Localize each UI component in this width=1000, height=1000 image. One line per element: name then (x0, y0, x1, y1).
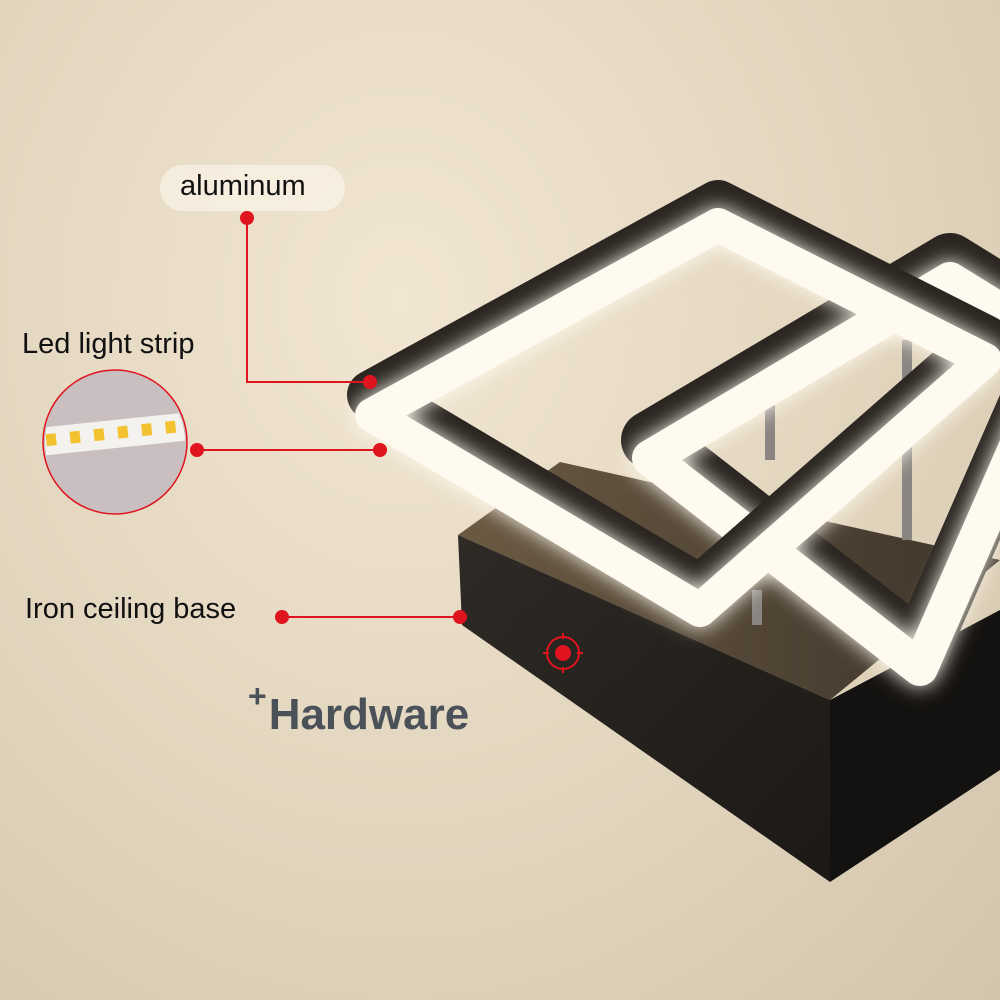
callout-dot (453, 610, 467, 624)
callout-dot (275, 610, 289, 624)
callout-dot (240, 211, 254, 225)
callout-dot (363, 375, 377, 389)
led-strip-label: Led light strip (22, 328, 195, 360)
target-icon (543, 633, 583, 673)
aluminum-label: aluminum (180, 170, 306, 202)
led-strip-inset (42, 369, 188, 515)
iron-base-label: Iron ceiling base (25, 593, 237, 625)
hardware-title: +Hardware (248, 678, 470, 740)
aluminum-label-background (160, 165, 345, 211)
callout-dot (373, 443, 387, 457)
aluminum-callout-line (246, 218, 370, 383)
light-ring-large (347, 180, 1000, 627)
hardware-text: Hardware (268, 690, 470, 739)
light-ring-small (621, 233, 1000, 686)
plus-sign: + (248, 678, 267, 714)
callout-dot (190, 443, 204, 457)
